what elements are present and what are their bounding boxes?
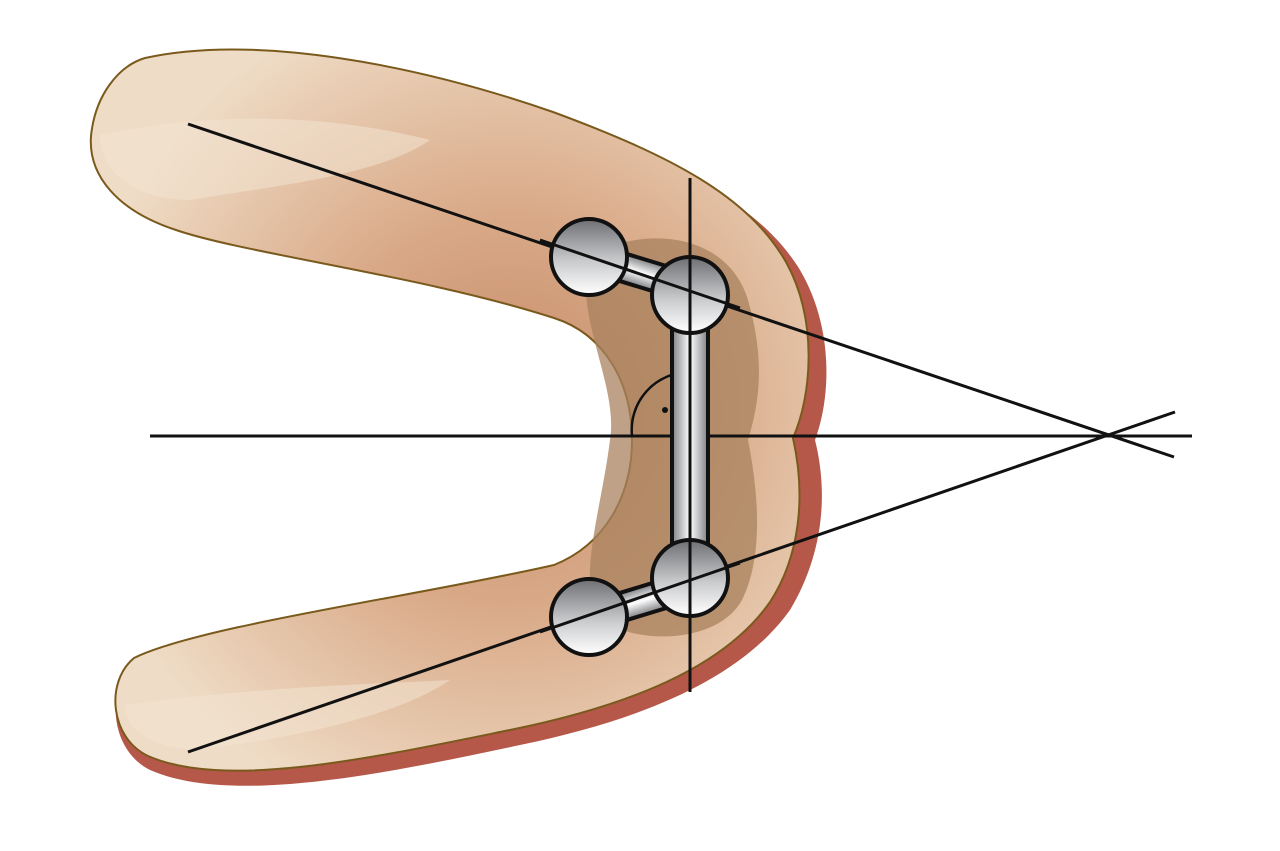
upper-axis-overlay (539, 238, 741, 310)
lower-axis-overlay (539, 561, 741, 634)
posterior-right-implant (549, 577, 629, 657)
right-angle-dot (662, 407, 668, 413)
ridge-highlight-upper (100, 118, 430, 200)
ridge-highlight-lower (125, 680, 450, 750)
